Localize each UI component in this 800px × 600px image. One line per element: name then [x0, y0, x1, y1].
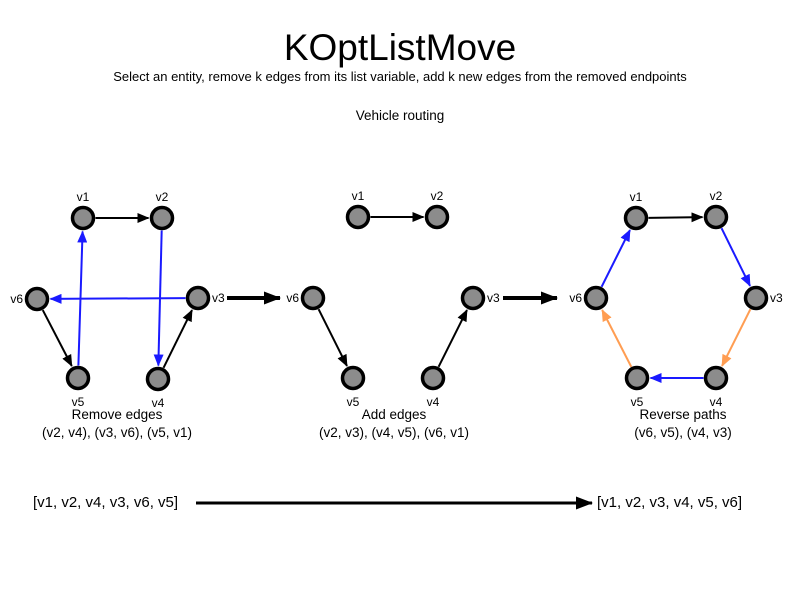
edge-v4-v3	[437, 309, 468, 368]
node-remove-edges-v1	[70, 205, 96, 231]
node-label-remove-edges-v1: v1	[77, 190, 90, 204]
context-label: Vehicle routing	[355, 108, 445, 123]
node-reverse-paths-v1	[623, 205, 649, 231]
node-label-reverse-paths-v6: v6	[569, 291, 582, 305]
edge-v1-v2	[648, 212, 704, 223]
node-label-reverse-paths-v5: v5	[631, 395, 644, 409]
node-add-edges-v1	[345, 204, 371, 230]
edge-v3-v6	[49, 293, 186, 304]
edge-v6-v5	[317, 308, 348, 367]
node-remove-edges-v2	[149, 205, 175, 231]
page-title: KOptListMove	[283, 27, 517, 68]
node-remove-edges-v5	[65, 365, 91, 391]
node-label-add-edges-v6: v6	[286, 291, 299, 305]
page-subtitle: Select an entity, remove k edges from it…	[113, 69, 687, 84]
node-reverse-paths-v3	[743, 285, 769, 311]
graph-edge-list-add-edges: (v2, v3), (v4, v5), (v6, v1)	[319, 425, 469, 440]
graph-caption-remove-edges: Remove edges	[72, 407, 163, 422]
node-add-edges-v3	[460, 285, 486, 311]
node-label-add-edges-v3: v3	[487, 291, 500, 305]
edge-v6-v5	[41, 309, 73, 367]
node-label-reverse-paths-v3: v3	[770, 291, 783, 305]
node-label-add-edges-v1: v1	[352, 189, 365, 203]
node-reverse-paths-v6	[583, 285, 609, 311]
edge-v5-v6	[601, 309, 633, 368]
node-label-add-edges-v5: v5	[347, 395, 360, 409]
node-label-remove-edges-v2: v2	[156, 190, 169, 204]
node-label-add-edges-v4: v4	[427, 395, 440, 409]
node-label-reverse-paths-v4: v4	[710, 395, 723, 409]
node-add-edges-v6	[300, 285, 326, 311]
edge-v6-v1	[600, 229, 631, 288]
graph-caption-reverse-paths: Reverse paths	[639, 407, 726, 422]
edge-v4-v3	[162, 309, 193, 369]
node-label-remove-edges-v6: v6	[10, 292, 23, 306]
edge-v5-v1	[77, 230, 88, 366]
node-add-edges-v4	[420, 365, 446, 391]
node-reverse-paths-v4	[703, 365, 729, 391]
graph-caption-add-edges: Add edges	[362, 407, 427, 422]
graph-edge-list-remove-edges: (v2, v4), (v3, v6), (v5, v1)	[42, 425, 192, 440]
node-label-remove-edges-v5: v5	[72, 395, 85, 409]
node-label-add-edges-v2: v2	[431, 189, 444, 203]
edge-v3-v4	[721, 308, 752, 367]
node-label-reverse-paths-v2: v2	[710, 189, 723, 203]
node-remove-edges-v3	[185, 285, 211, 311]
node-reverse-paths-v5	[624, 365, 650, 391]
node-remove-edges-v4	[145, 366, 171, 392]
node-label-remove-edges-v4: v4	[152, 396, 165, 410]
node-label-remove-edges-v3: v3	[212, 291, 225, 305]
node-reverse-paths-v2	[703, 204, 729, 230]
list-before: [v1, v2, v4, v3, v6, v5]	[33, 494, 179, 511]
node-remove-edges-v6	[24, 286, 50, 312]
edge-v2-v3	[720, 227, 751, 287]
list-after: [v1, v2, v3, v4, v5, v6]	[597, 494, 743, 511]
node-add-edges-v5	[340, 365, 366, 391]
node-label-reverse-paths-v1: v1	[630, 190, 643, 204]
graph-edge-list-reverse-paths: (v6, v5), (v4, v3)	[634, 425, 732, 440]
node-add-edges-v2	[424, 204, 450, 230]
